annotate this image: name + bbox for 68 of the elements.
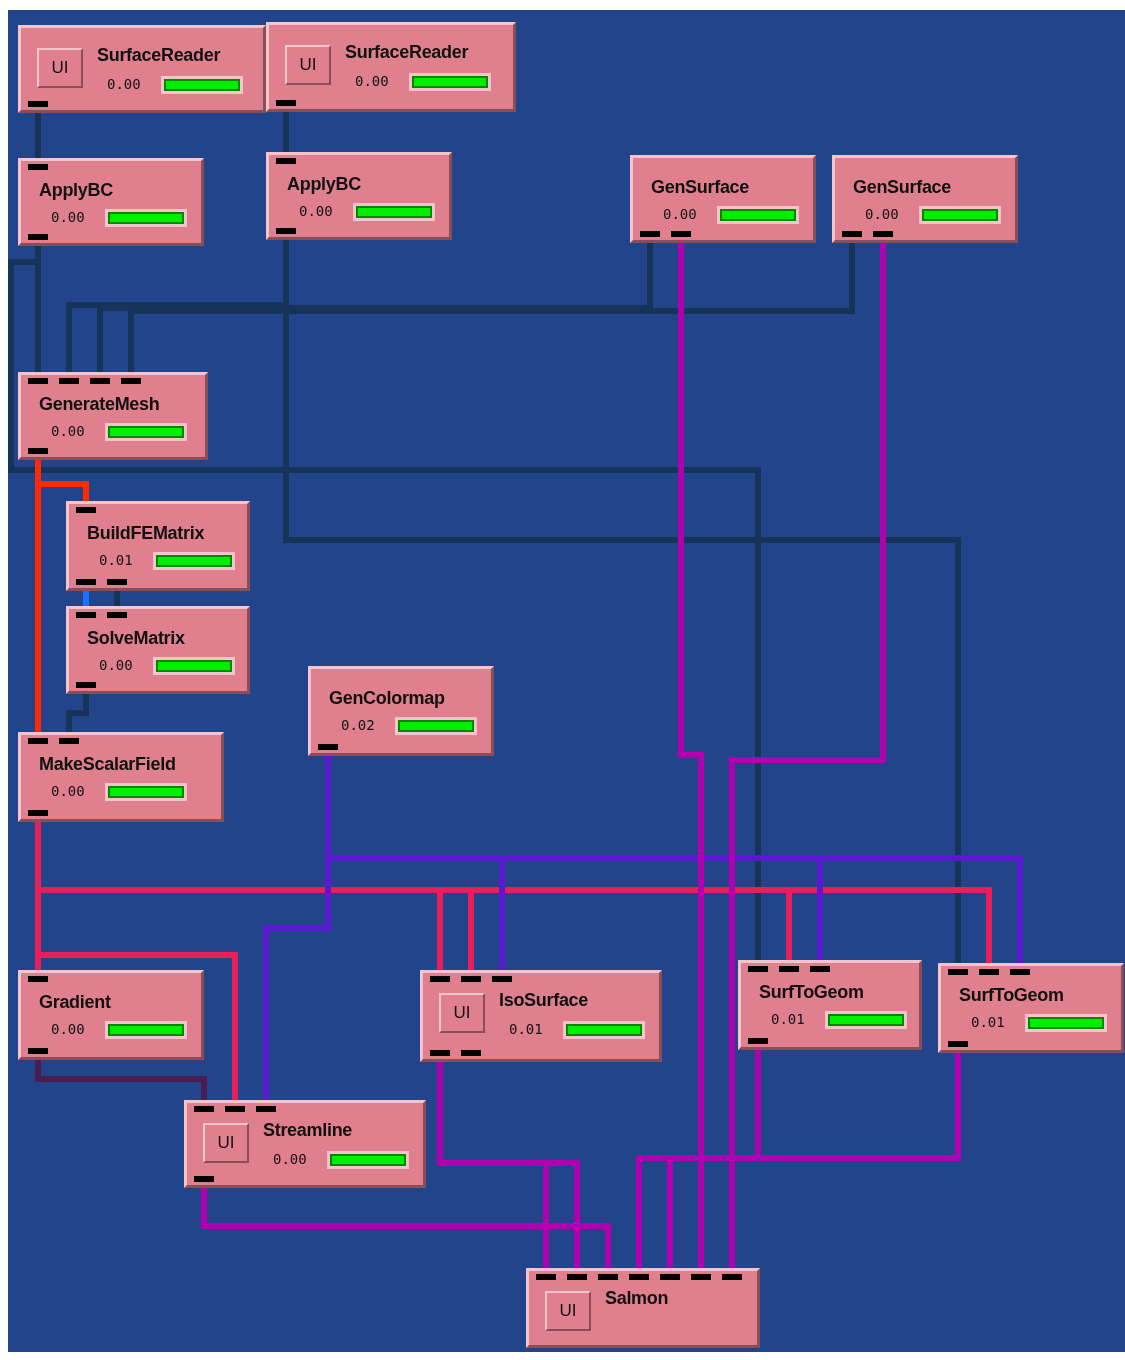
module-title: Salmon [605,1287,669,1310]
module-box [938,963,1124,1053]
ui-button: UI [203,1123,249,1163]
ui-button: UI [285,45,331,85]
time-value: 0.00 [273,1150,307,1169]
module-box [832,155,1018,243]
module-title: SurfToGeom [959,984,1064,1007]
time-value: 0.00 [51,1020,85,1039]
connection-pipe [678,243,704,1268]
module-box [308,666,494,756]
time-value: 0.00 [865,205,899,224]
connection-pipe [35,1060,207,1100]
connection-pipe [636,1050,761,1268]
connection-pipe [283,112,289,152]
time-value: 0.00 [355,72,389,91]
time-value: 0.00 [51,208,85,227]
time-value: 0.00 [107,75,141,94]
module-box [18,158,204,246]
module-box [266,152,452,240]
connection-pipe [83,591,89,606]
connection-pipe [66,694,89,732]
module-title: SurfaceReader [345,41,469,64]
module-title: GenColormap [329,687,445,710]
connection-pipe [667,1053,961,1268]
module-box [18,25,266,113]
time-value: 0.01 [971,1013,1005,1032]
time-value: 0.01 [99,551,133,570]
module-box [66,501,250,591]
module-title: ApplyBC [287,173,361,196]
module-title: SolveMatrix [87,627,185,650]
connection-pipe [35,113,41,158]
module-title: SurfaceReader [97,44,221,67]
ui-button: UI [439,993,485,1033]
module-title: IsoSurface [499,989,589,1012]
module-title: BuildFEMatrix [87,522,205,545]
module-box [266,22,516,112]
time-value: 0.00 [51,782,85,801]
connection-pipe [201,1188,611,1268]
connection-pipe [128,243,855,372]
module-title: Streamline [263,1119,353,1142]
module-box [526,1268,760,1348]
time-value: 0.01 [771,1010,805,1029]
connection-pipe [729,243,886,1268]
module-title: SurfToGeom [759,981,864,1004]
connection-pipe [97,243,653,372]
module-box [18,970,204,1060]
module-title: GenSurface [651,176,750,199]
time-value: 0.00 [299,202,333,221]
module-title: GenerateMesh [39,393,160,416]
module-box [420,970,662,1062]
module-box [66,606,250,694]
time-value: 0.00 [99,656,133,675]
time-value: 0.02 [341,716,375,735]
module-title: MakeScalarField [39,753,176,776]
time-value: 0.01 [509,1020,543,1039]
module-box [630,155,816,243]
module-title: Gradient [39,991,111,1014]
module-box [738,960,922,1050]
module-box [184,1100,426,1188]
module-title: GenSurface [853,176,952,199]
module-title: ApplyBC [39,179,113,202]
module-box [18,372,208,460]
connection-pipe [114,591,120,606]
time-value: 0.00 [51,422,85,441]
ui-button: UI [37,48,83,88]
ui-button: UI [545,1291,591,1331]
module-box [18,732,224,822]
time-value: 0.00 [663,205,697,224]
